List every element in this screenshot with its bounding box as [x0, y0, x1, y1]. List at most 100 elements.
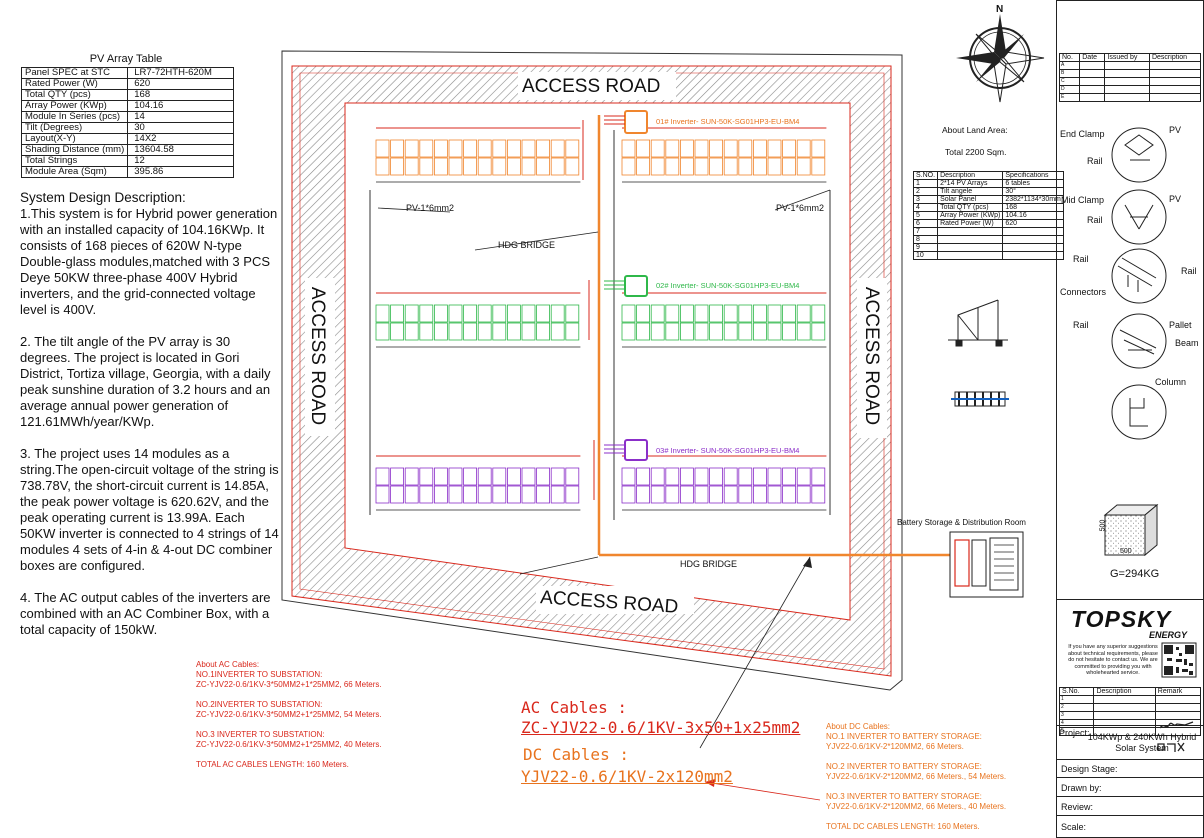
spec-table-cell: 10 — [912, 251, 939, 260]
ac-cables-title: AC Cables : — [521, 698, 627, 717]
label-pv-1: PV — [1169, 125, 1182, 135]
pv-module — [796, 485, 811, 504]
pv-module — [650, 485, 665, 504]
revision-row: E — [1058, 93, 1202, 102]
pv-module — [521, 139, 536, 158]
list-cell — [1154, 711, 1202, 720]
label-pv-2: PV — [1169, 194, 1182, 204]
pv-module — [550, 322, 565, 341]
design-stage-row: Design Stage: — [1057, 759, 1203, 778]
list-cell — [1154, 727, 1202, 736]
pv-module — [477, 485, 492, 504]
pv-module — [375, 304, 390, 323]
pv-module — [404, 304, 419, 323]
pv-module — [796, 157, 811, 176]
hdg-bridge-label-bottom: HDG BRIDGE — [680, 559, 738, 569]
ac-note-3b: ZC-YJV22-0.6/1KV-3*50MM2+1*25MM2, 40 Met… — [196, 740, 382, 749]
pv-module — [723, 322, 738, 341]
revision-header-cell: Date — [1079, 53, 1106, 62]
pv-module — [506, 304, 521, 323]
pv-module — [796, 467, 811, 486]
revision-row: D — [1058, 85, 1202, 94]
pv-table-row: Tilt (Degrees)30 — [20, 122, 235, 134]
label-rail-1: Rail — [1087, 156, 1103, 166]
pv-module — [404, 467, 419, 486]
pv-module — [492, 304, 507, 323]
pv-module — [433, 304, 448, 323]
pv-module — [492, 322, 507, 341]
label-column: Column — [1155, 377, 1187, 387]
spec-table-cell — [1002, 243, 1064, 252]
spec-table-cell: 5 — [912, 211, 939, 220]
spec-table-cell: 8 — [912, 235, 939, 244]
revision-cell — [1079, 77, 1106, 86]
inverter-2-label: 02# Inverter- SUN-50K-SG01HP3-EU-BM4 — [656, 281, 800, 290]
revision-cell — [1104, 85, 1150, 94]
pv-module — [636, 157, 650, 176]
pv-module — [738, 485, 753, 504]
pv-module — [650, 322, 665, 341]
inverter-3-label: 03# Inverter- SUN-50K-SG01HP3-EU-BM4 — [656, 446, 800, 455]
list-header-cell: Description — [1093, 687, 1156, 696]
spec-table-cell — [937, 251, 1004, 260]
label-rail-3: Rail — [1073, 254, 1089, 264]
company-logo: TOPSKY — [1071, 606, 1172, 632]
revision-header-cell: Issued by — [1104, 53, 1150, 62]
dc-cables-spec: YJV22-0.6/1KV-2x120mm2 — [521, 767, 733, 786]
pv-module — [665, 304, 680, 323]
access-road-left-label: ACCESS ROAD — [307, 286, 328, 426]
design-stage-label: Design Stage: — [1061, 764, 1118, 774]
revision-row: A — [1058, 61, 1202, 70]
ac-note-total: TOTAL AC CABLES LENGTH: 160 Meters. — [196, 760, 349, 769]
revision-cell — [1148, 61, 1202, 70]
pv-module — [477, 467, 492, 486]
spec-table-header-cell: Description — [937, 171, 1004, 180]
spec-table-cell: Tilt angele — [937, 187, 1004, 196]
pv-module — [477, 304, 492, 323]
spec-table-cell: 104.16 — [1002, 211, 1064, 220]
spec-table-cell: 4 — [912, 203, 939, 212]
pv-module — [738, 322, 753, 341]
pv-module — [463, 322, 478, 341]
pv-module — [404, 485, 419, 504]
pv-module — [723, 467, 738, 486]
pv-module — [694, 304, 709, 323]
pv-module — [463, 467, 478, 486]
pv-module — [565, 322, 580, 341]
revision-cell — [1148, 93, 1202, 102]
pv-module — [738, 139, 753, 158]
dc-note-2b: YJV22-0.6/1KV-2*120MM2, 66 Meters., 54 M… — [826, 772, 1007, 781]
pv-module — [753, 467, 767, 486]
pv-module — [492, 485, 507, 504]
land-area-title: About Land Area: — [942, 125, 1008, 135]
pv-module — [767, 139, 782, 158]
pv-array-group-2 — [375, 292, 827, 348]
pv-module — [565, 139, 580, 158]
pv-module — [694, 467, 709, 486]
pv-module — [433, 485, 448, 504]
pv-module — [463, 485, 478, 504]
spec-table-row: 10 — [912, 251, 1064, 260]
pv-module — [521, 485, 536, 504]
pv-module — [419, 322, 434, 341]
pv-module — [492, 139, 507, 158]
pv-module — [636, 304, 650, 323]
pv-module — [694, 322, 709, 341]
pv-module — [621, 139, 636, 158]
spec-table-cell: Rated Power (W) — [937, 219, 1004, 228]
pv-module — [448, 157, 463, 176]
revision-cell — [1079, 93, 1106, 102]
pv-module — [650, 304, 665, 323]
pv-module — [433, 139, 448, 158]
spec-table-cell: Array Power (KWp) — [937, 211, 1004, 220]
pv-module — [463, 139, 478, 158]
description-heading: System Design Description: — [20, 190, 186, 205]
spec-table-header-cell: S.NO. — [912, 171, 939, 180]
spec-table-cell: 620 — [1002, 219, 1064, 228]
pv-module — [448, 322, 463, 341]
